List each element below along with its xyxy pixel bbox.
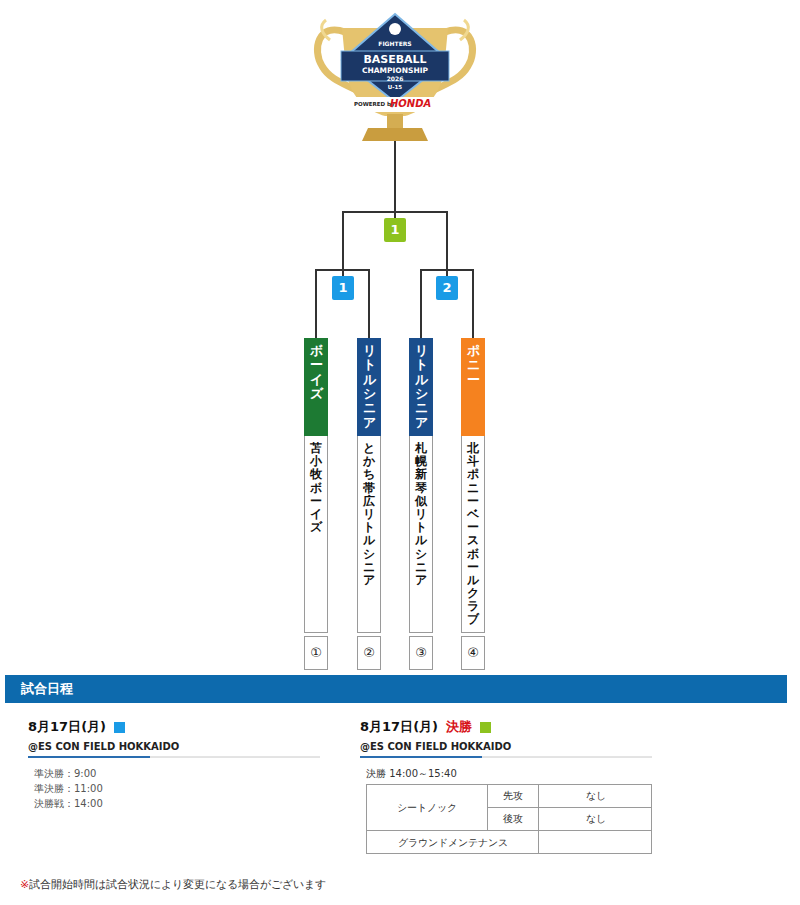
trophy-text: FIGHTERS bbox=[378, 40, 411, 47]
schedule-text: 準決勝：11:00 bbox=[34, 783, 103, 795]
trophy-stem bbox=[387, 114, 403, 128]
category-label: ポニー bbox=[467, 344, 480, 387]
schedule-text: 決勝 14:00～15:40 bbox=[366, 768, 457, 780]
trophy-text: BASEBALL bbox=[363, 53, 426, 66]
schedule-text: 8月17日(月) bbox=[360, 718, 438, 736]
category-label: ボーイズ bbox=[310, 344, 323, 401]
schedule-text: 決勝戦：14:00 bbox=[34, 798, 103, 810]
table-grid bbox=[367, 785, 652, 854]
legend-swatch bbox=[480, 722, 491, 733]
underline bbox=[360, 756, 482, 758]
note-text: ※ bbox=[20, 878, 29, 891]
trophy-ornament bbox=[322, 20, 330, 40]
underline bbox=[28, 757, 320, 758]
emblem-diamond bbox=[342, 14, 448, 102]
number-text: 2 bbox=[441, 276, 453, 300]
seed-number-box: ④ bbox=[461, 636, 485, 670]
number-text: 1 bbox=[337, 276, 349, 300]
semifinal-badge: 2 bbox=[436, 276, 458, 300]
date-row: 8月17日(月) bbox=[28, 718, 125, 736]
underline bbox=[28, 756, 150, 758]
table-cell: なし bbox=[539, 785, 652, 807]
team-name: 北斗ポニーベースボールクラブ bbox=[467, 442, 479, 627]
category-band: リトルシニア bbox=[409, 338, 433, 436]
number-text: ② bbox=[358, 645, 380, 661]
category-band: リトルシニア bbox=[357, 338, 381, 436]
table-cell: 後攻 bbox=[488, 808, 538, 830]
trophy-text: U-15 bbox=[388, 84, 402, 91]
bracket-line bbox=[394, 141, 396, 212]
legend-swatch bbox=[114, 722, 125, 733]
final-tag: 決勝 bbox=[446, 718, 472, 736]
date-row: 8月17日(月) 決勝 bbox=[360, 718, 491, 736]
semifinal-badge: 1 bbox=[332, 276, 354, 300]
trophy-text: POWERED by bbox=[354, 101, 395, 108]
team-name-box: 北斗ポニーベースボールクラブ bbox=[461, 436, 485, 633]
section-title: 試合日程 bbox=[21, 675, 73, 703]
number-text: ④ bbox=[462, 645, 484, 661]
trophy-text: 2026 bbox=[387, 75, 404, 82]
team-name: とかち帯広リトルシニア bbox=[363, 442, 375, 587]
seed-number-box: ① bbox=[304, 636, 328, 670]
date-text: 8月17日(月) bbox=[28, 718, 106, 736]
table-cell: シートノック bbox=[367, 785, 487, 830]
note-row: ※試合開始時間は試合状況により変更になる場合がございます bbox=[20, 877, 326, 892]
table-cell: グラウンドメンテナンス bbox=[367, 831, 538, 854]
trophy-ornament bbox=[460, 20, 468, 40]
trophy-cup bbox=[342, 28, 448, 116]
team-name-box: とかち帯広リトルシニア bbox=[357, 436, 381, 633]
underline bbox=[360, 757, 652, 758]
category-band: ポニー bbox=[461, 338, 485, 436]
number-text: 1 bbox=[389, 218, 401, 242]
table-cell: なし bbox=[539, 808, 652, 830]
schedule-text: 準決勝：9:00 bbox=[34, 768, 96, 780]
final-badge: 1 bbox=[384, 218, 406, 242]
schedule-text: @ES CON FIELD HOKKAIDO bbox=[28, 741, 179, 753]
seed-number-box: ② bbox=[357, 636, 381, 670]
seed-number-box: ③ bbox=[409, 636, 433, 670]
table-cell: 先攻 bbox=[488, 785, 538, 807]
category-band: ボーイズ bbox=[304, 338, 328, 436]
number-text: ① bbox=[305, 645, 327, 661]
note-text: 試合開始時間は試合状況により変更になる場合がございます bbox=[29, 877, 326, 892]
emblem-logo bbox=[389, 23, 401, 35]
team-name: 苫小牧ボーイズ bbox=[310, 442, 322, 534]
sponsor-plate bbox=[350, 97, 440, 112]
team-name-box: 札幌新琴似リトルシニア bbox=[409, 436, 433, 633]
trophy-text: HONDA bbox=[390, 98, 431, 110]
category-label: リトルシニア bbox=[363, 344, 376, 430]
team-name: 札幌新琴似リトルシニア bbox=[415, 442, 427, 587]
trophy-text: CHAMPIONSHIP bbox=[362, 66, 428, 75]
section-bar: 試合日程 bbox=[5, 675, 787, 703]
schedule-text: @ES CON FIELD HOKKAIDO bbox=[360, 741, 511, 753]
number-text: ③ bbox=[410, 645, 432, 661]
category-label: リトルシニア bbox=[415, 344, 428, 430]
team-name-box: 苫小牧ボーイズ bbox=[304, 436, 328, 633]
trophy-base bbox=[362, 128, 428, 141]
